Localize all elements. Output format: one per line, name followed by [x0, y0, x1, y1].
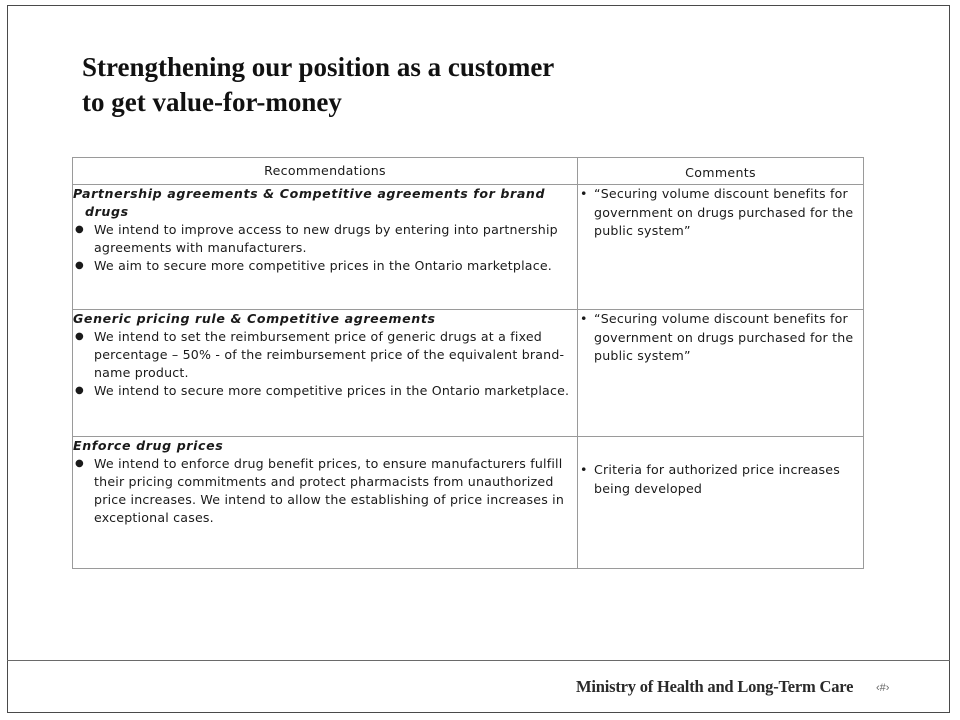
comment-bullets: “Securing volume discount benefits for g… [578, 185, 863, 241]
bullet-item: We intend to enforce drug benefit prices… [73, 455, 577, 527]
comment-bullets: Criteria for authorized price increases … [578, 461, 863, 498]
section-title-line: Partnership agreements & Competitive agr… [73, 186, 546, 201]
comment-cell: “Securing volume discount benefits for g… [577, 309, 864, 437]
footer-divider [7, 660, 950, 713]
section-title: Partnership agreements & Competitive agr… [73, 185, 577, 221]
section-title-line: drugs [85, 204, 129, 219]
ministry-wordmark: Ministry of Health and Long-Term Care [576, 677, 854, 696]
bullet-item: We intend to set the reimbursement price… [73, 328, 577, 382]
recommendation-cell: Generic pricing rule & Competitive agree… [72, 309, 578, 437]
recommendation-cell: Enforce drug prices We intend to enforce… [72, 436, 578, 569]
bullet-item: We intend to secure more competitive pri… [73, 382, 577, 400]
section-title: Enforce drug prices [73, 438, 224, 453]
recommendations-table: Recommendations Comments Partnership agr… [72, 157, 864, 569]
recommendation-bullets: We intend to enforce drug benefit prices… [73, 455, 577, 527]
slide-title: Strengthening our position as a customer… [82, 50, 554, 120]
comment-item: “Securing volume discount benefits for g… [578, 185, 863, 241]
comment-cell: Criteria for authorized price increases … [577, 436, 864, 569]
header-recommendations: Recommendations [72, 157, 578, 185]
table-row: Enforce drug prices We intend to enforce… [72, 436, 864, 569]
slide-title-line-2: to get value-for-money [82, 87, 342, 117]
table-header-row: Recommendations Comments [72, 157, 864, 185]
section-title: Generic pricing rule & Competitive agree… [73, 311, 436, 326]
comment-bullets: “Securing volume discount benefits for g… [578, 310, 863, 366]
recommendation-cell: Partnership agreements & Competitive agr… [72, 184, 578, 310]
recommendation-bullets: We intend to set the reimbursement price… [73, 328, 577, 400]
comment-item: “Securing volume discount benefits for g… [578, 310, 863, 366]
table-row: Generic pricing rule & Competitive agree… [72, 309, 864, 437]
recommendation-bullets: We intend to improve access to new drugs… [73, 221, 577, 275]
table-row: Partnership agreements & Competitive agr… [72, 184, 864, 310]
bullet-item: We aim to secure more competitive prices… [73, 257, 577, 275]
slide-title-line-1: Strengthening our position as a customer [82, 52, 555, 82]
comment-cell: “Securing volume discount benefits for g… [577, 184, 864, 310]
header-comments: Comments [577, 157, 864, 185]
comment-item: Criteria for authorized price increases … [578, 461, 863, 498]
bullet-item: We intend to improve access to new drugs… [73, 221, 577, 257]
page-number: ‹#› [876, 682, 890, 694]
